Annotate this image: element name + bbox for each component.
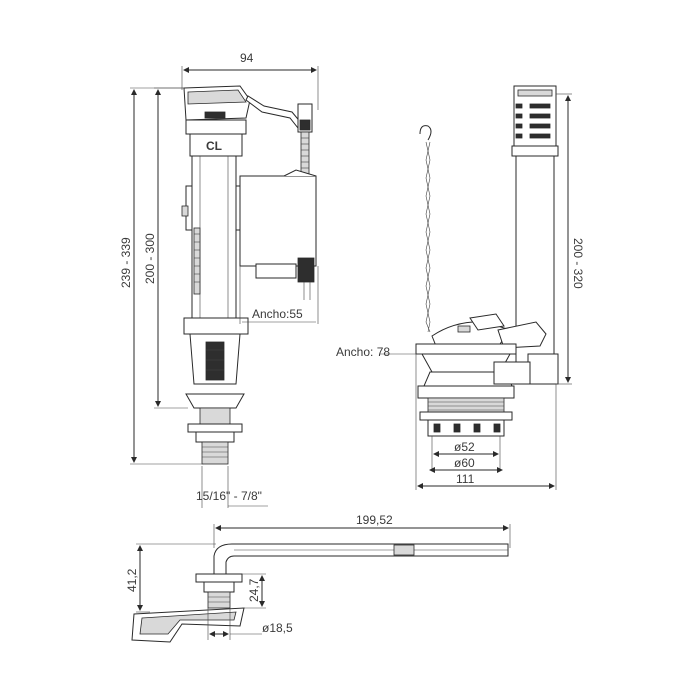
flush-valve-thread: [427, 397, 505, 413]
flush-valve-drawing: 200 - 320 Ancho: 78 ø52 ø60 111: [336, 85, 585, 490]
lever-diameter-label: ø18,5: [262, 621, 293, 635]
body-height-label: 200 - 300: [143, 233, 157, 284]
bottom-thread: [201, 441, 229, 465]
lever-thread: [207, 591, 231, 609]
tube-spring: [193, 227, 201, 295]
width-label-94: 94: [240, 51, 254, 65]
fill-valve-drawing: CL: [119, 51, 319, 508]
total-height-label: 239 - 339: [119, 237, 133, 288]
lever-body-height-label: 24,7: [247, 578, 261, 602]
lever-height-label: 41,2: [125, 568, 139, 592]
base-width-label: 111: [456, 472, 475, 486]
overflow-vent-slots: [515, 103, 551, 139]
chain: [425, 141, 431, 333]
flush-width-label: Ancho: 78: [336, 345, 390, 359]
thread-label: 15/16" - 7/8": [196, 489, 262, 503]
lever-length-label: 199,52: [356, 513, 393, 527]
float-width-label: Ancho:55: [252, 307, 303, 321]
outer-diameter-label: ø60: [454, 456, 475, 470]
cap-marking: CL: [206, 139, 222, 153]
inner-diameter-label: ø52: [454, 440, 475, 454]
lever-drawing: 199,52 41,2 24,7 ø18,5: [125, 513, 511, 643]
flush-height-label: 200 - 320: [571, 238, 585, 289]
